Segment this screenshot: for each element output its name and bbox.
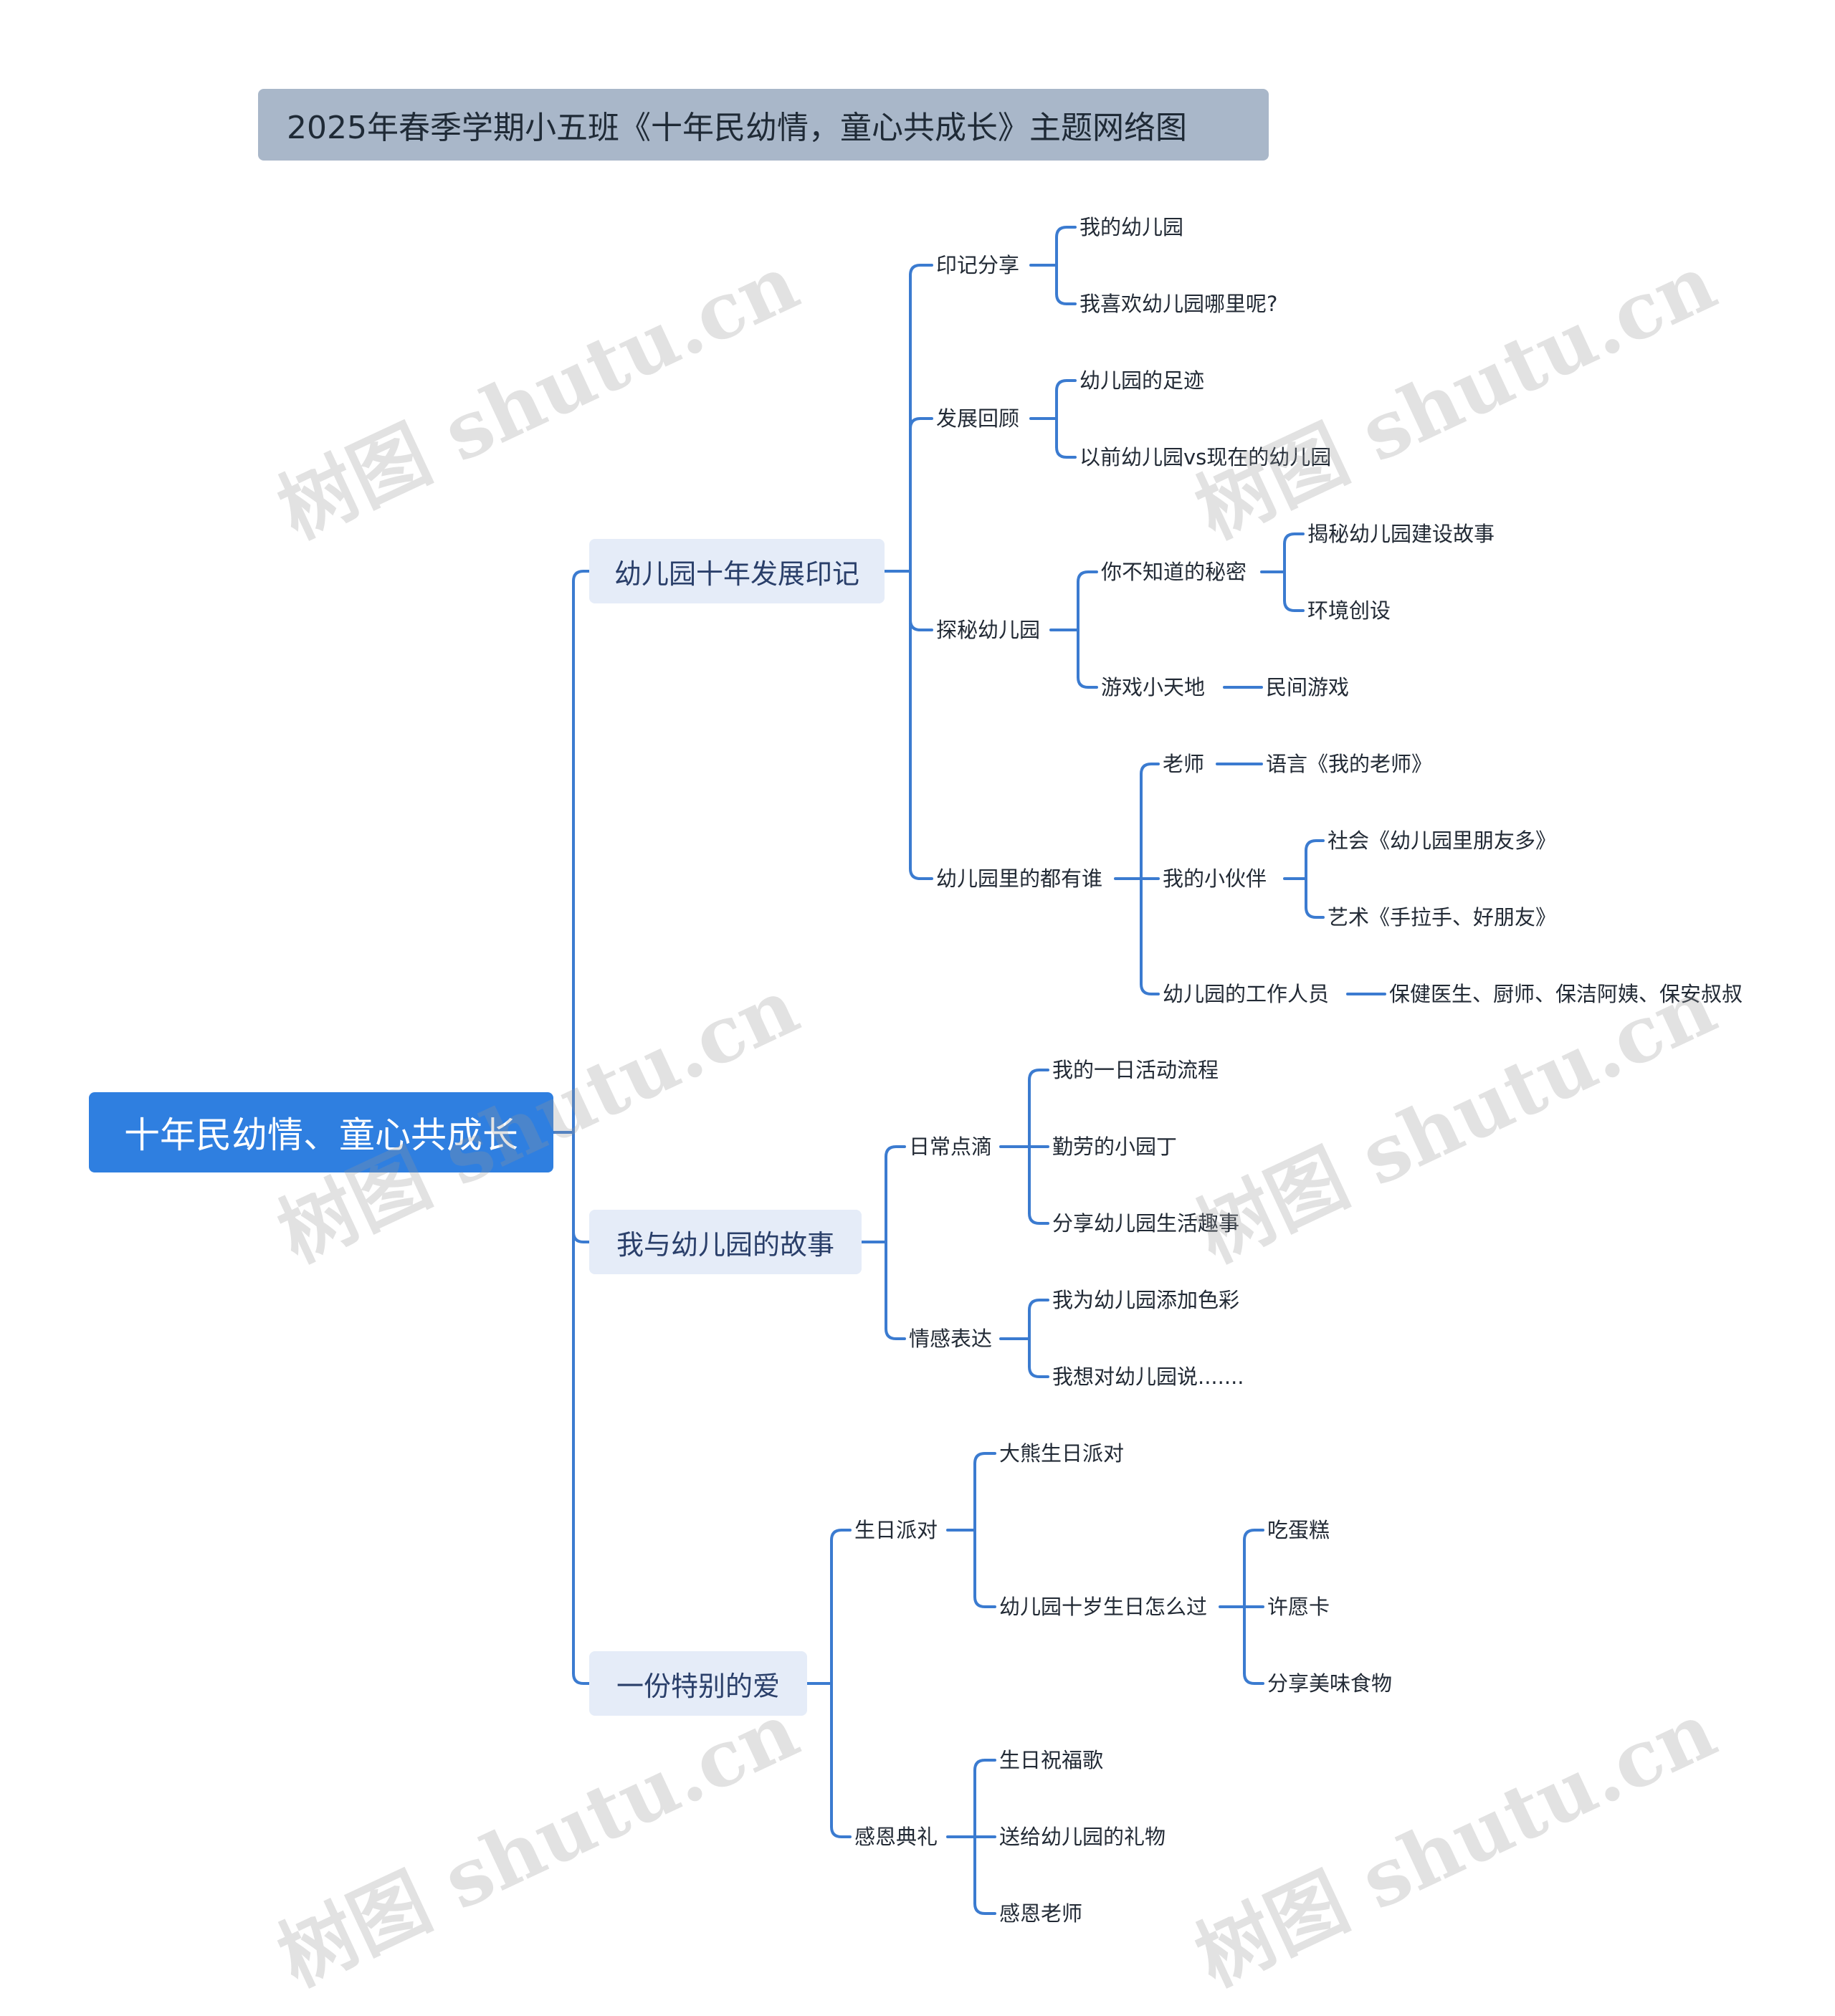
sub-connector [1305,839,1325,852]
topic-node[interactable]: 我为幼儿园添加色彩 [1052,1288,1240,1312]
topic-node[interactable]: 许愿卡 [1267,1595,1330,1619]
topic-node[interactable]: 社会《幼儿园里朋友多》 [1328,828,1557,853]
topic-node[interactable]: 游戏小天地 [1101,675,1206,699]
sub-connector [973,1759,996,1772]
root-topic-label: 十年民幼情、童心共成长 [124,1114,518,1156]
topic-node[interactable]: 我的小伙伴 [1163,866,1267,891]
sub-connector [1028,1365,1049,1378]
sub-connector [1283,599,1305,612]
topic-node[interactable]: 生日派对 [854,1518,938,1542]
sub-connector [1305,906,1325,919]
branch-connector [909,618,933,631]
topic-node[interactable]: 感恩典礼 [854,1825,938,1849]
branch-topic-label: 幼儿园十年发展印记 [614,558,859,590]
branch-connector [830,1529,852,1542]
topic-node[interactable]: 环境创设 [1307,598,1391,623]
branch-connector [885,1145,906,1158]
sub-connector [1055,379,1077,392]
topic-node[interactable]: 感恩老师 [999,1901,1083,1926]
topic-node[interactable]: 探秘幼儿园 [936,618,1041,642]
topic-node[interactable]: 以前幼儿园vs现在的幼儿园 [1079,445,1332,469]
sub-connector [973,1595,996,1608]
sub-connector [1028,1299,1049,1312]
topic-node[interactable]: 幼儿园的足迹 [1079,368,1205,393]
topic-node[interactable]: 生日祝福歌 [999,1748,1104,1772]
topic-node[interactable]: 老师 [1163,752,1205,776]
topic-node[interactable]: 我的幼儿园 [1079,215,1184,239]
root-topic[interactable]: 十年民幼情、童心共成长 [89,1092,553,1172]
sub-connector [1077,676,1098,689]
sub-connector [1140,983,1160,995]
topic-node[interactable]: 艺术《手拉手、好朋友》 [1328,905,1557,930]
sub-connector [1283,532,1305,545]
topic-node[interactable]: 勤劳的小园丁 [1052,1134,1178,1159]
topic-node[interactable]: 我想对幼儿园说....... [1052,1365,1244,1389]
branch-connector [909,867,933,880]
topic-node[interactable]: 幼儿园里的都有谁 [936,866,1103,891]
topic-node[interactable]: 揭秘幼儿园建设故事 [1307,522,1495,546]
sub-connector [1055,446,1077,459]
topic-node[interactable]: 日常点滴 [909,1134,993,1159]
sub-connector [973,1902,996,1915]
topic-node[interactable]: 发展回顾 [936,406,1020,431]
sub-connector [1055,226,1077,239]
topic-node[interactable]: 我喜欢幼儿园哪里呢? [1079,292,1278,316]
sub-connector [1243,1672,1264,1685]
sub-connector [1077,570,1098,583]
topic-node[interactable]: 大熊生日派对 [999,1441,1125,1466]
sub-connector [973,1452,996,1465]
topic-node[interactable]: 情感表达 [909,1327,993,1351]
map-title: 2025年春季学期小五班《十年民幼情，童心共成长》主题网络图 [258,89,1269,161]
topic-node[interactable]: 印记分享 [936,253,1020,277]
branch-connector [909,417,933,430]
branch-topic[interactable]: 一份特别的爱 [589,1651,807,1716]
branch-topic[interactable]: 幼儿园十年发展印记 [589,539,885,603]
branch-topic-label: 一份特别的爱 [616,1670,780,1702]
topic-node[interactable]: 民间游戏 [1266,675,1350,699]
root-connector [572,1672,591,1685]
topic-node[interactable]: 分享幼儿园生活趣事 [1052,1211,1240,1236]
branch-connector [830,1825,852,1838]
branch-connector [909,264,933,277]
sub-connector [1055,292,1077,305]
sub-connector [1243,1529,1264,1542]
topic-node[interactable]: 语言《我的老师》 [1266,752,1433,776]
topic-node[interactable]: 幼儿园十岁生日怎么过 [999,1595,1208,1619]
topic-node[interactable]: 幼儿园的工作人员 [1163,982,1330,1006]
topic-node[interactable]: 你不知道的秘密 [1101,560,1247,584]
sub-connector [1028,1069,1049,1081]
branch-connector [885,1327,906,1340]
sub-connector [1140,763,1160,775]
map-title-text: 2025年春季学期小五班《十年民幼情，童心共成长》主题网络图 [287,110,1187,146]
sub-connector [1028,1212,1049,1225]
root-connector [572,1231,591,1243]
root-connector [572,570,591,583]
branch-topic-label: 我与幼儿园的故事 [616,1228,834,1261]
topic-node[interactable]: 分享美味食物 [1267,1671,1393,1696]
topic-node[interactable]: 送给幼儿园的礼物 [999,1825,1166,1849]
topic-node[interactable]: 我的一日活动流程 [1052,1058,1219,1082]
topic-node[interactable]: 吃蛋糕 [1267,1518,1330,1542]
topic-node[interactable]: 保健医生、厨师、保洁阿姨、保安叔叔 [1389,982,1743,1006]
branch-topic[interactable]: 我与幼儿园的故事 [589,1210,862,1274]
